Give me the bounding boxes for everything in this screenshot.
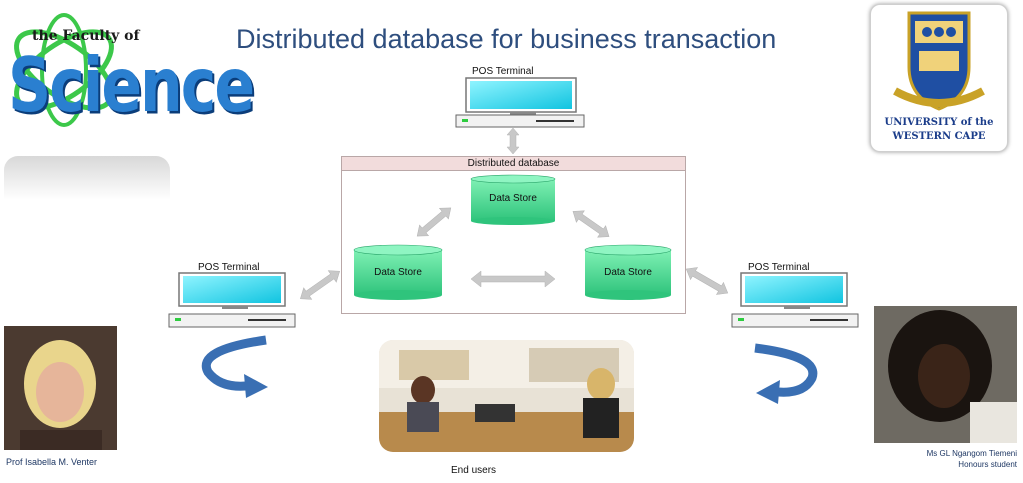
double-arrow-icon <box>416 207 452 237</box>
portrait-image <box>874 306 1017 443</box>
data-store-right-label: Data Store <box>604 267 652 278</box>
university-logo <box>870 4 1008 152</box>
pos-terminal-top-label: POS Terminal <box>472 66 534 77</box>
end-users-label: End users <box>451 465 497 476</box>
end-users-photo <box>379 340 634 452</box>
pos-terminal-top <box>455 77 585 128</box>
store-counter-image <box>379 340 634 452</box>
portrait-image <box>4 326 117 450</box>
double-arrow-icon <box>300 270 340 300</box>
double-arrow-icon <box>685 267 729 295</box>
distributed-database-label: Distributed database <box>341 156 686 171</box>
person-right-role: Honours student <box>958 460 1017 469</box>
data-store-top-label: Data Store <box>489 193 537 204</box>
double-arrow-icon <box>470 270 556 288</box>
double-arrow-icon <box>572 210 610 238</box>
data-store-left <box>353 244 443 300</box>
double-arrow-icon <box>506 127 520 155</box>
faculty-logo <box>4 0 170 156</box>
curved-arrow-right-icon <box>754 343 818 404</box>
slide-title: Distributed database for business transa… <box>236 24 777 54</box>
pos-terminal-right-label: POS Terminal <box>748 262 810 273</box>
person-photo-right <box>874 306 1017 443</box>
atom-orbit-icon <box>14 13 114 127</box>
person-right-name: Ms GL Ngangom Tiemeni <box>926 449 1017 458</box>
person-right-caption: Ms GL Ngangom Tiemeni Honours student <box>870 448 1017 470</box>
faculty-logo-reflection <box>4 156 170 200</box>
university-crest-icon <box>893 11 985 111</box>
pos-terminal-left-label: POS Terminal <box>198 262 260 273</box>
person-photo-left <box>4 326 117 450</box>
faculty-logo-line2: Science <box>8 42 255 130</box>
university-logo-line2: WESTERN CAPE <box>892 131 986 142</box>
curved-arrow-left-icon <box>201 335 268 398</box>
data-store-top <box>470 174 556 225</box>
person-left-caption: Prof Isabella M. Venter <box>6 457 98 467</box>
pos-terminal-left <box>168 272 296 328</box>
data-store-left-label: Data Store <box>374 267 422 278</box>
pos-terminal-right <box>731 272 859 328</box>
faculty-logo-line1: the Faculty of <box>32 28 140 44</box>
data-store-right <box>584 244 672 300</box>
university-logo-line1: UNIVERSITY of the <box>884 117 994 128</box>
